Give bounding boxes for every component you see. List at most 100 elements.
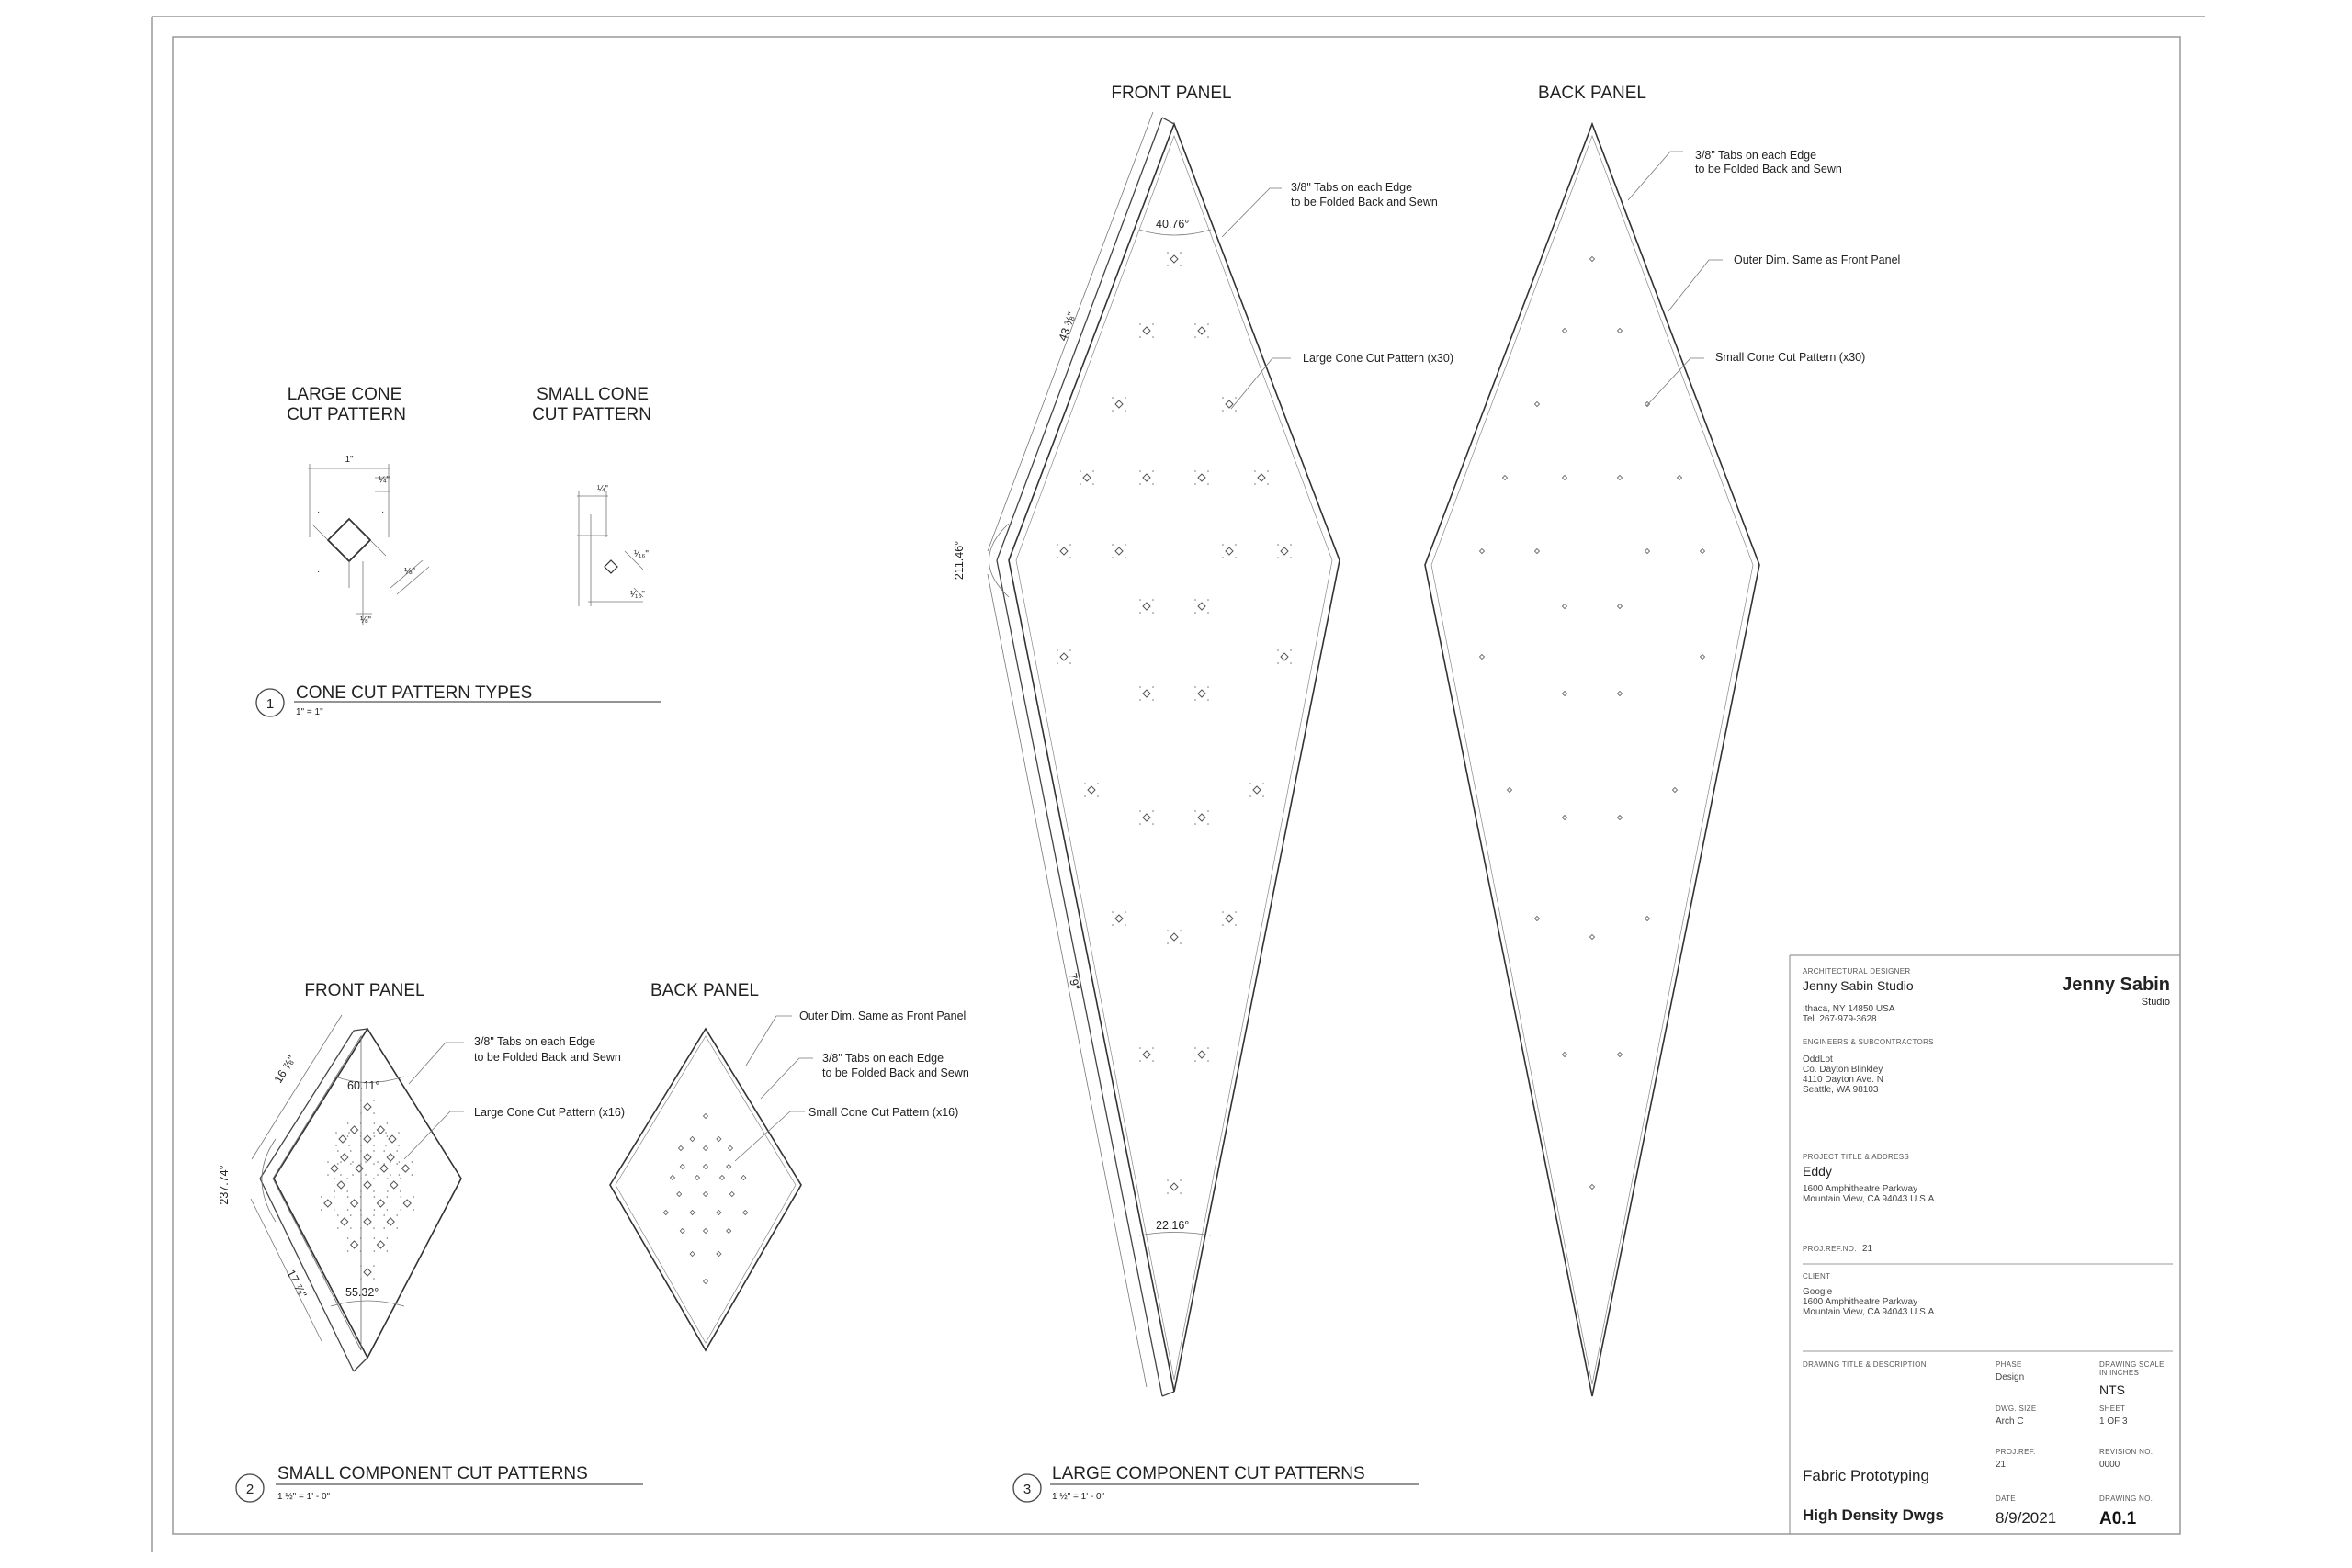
cone-marker-large [334,1178,349,1192]
cone-marker-small [1676,474,1683,481]
fig3-front-panel-label: FRONT PANEL [1111,84,1231,103]
cone-marker-small [689,1250,695,1258]
fig3-back-panel-shape [1424,121,1760,1397]
small-cone-title-line2: CUT PATTERN [532,405,651,424]
cone-marker-large [1194,323,1209,338]
svg-text:·: · [317,507,320,517]
figure-1-title: CONE CUT PATTERN TYPES [296,683,532,703]
cone-marker-large [1222,544,1237,558]
cone-marker-small [1616,814,1623,821]
small-cone-top-dim: ¼" [597,483,608,494]
cone-marker-large [1194,599,1209,614]
cone-marker-small [1533,547,1541,555]
fig2-back-panel-label: BACK PANEL [650,981,759,1000]
tb-engineers-label: ENGINEERS & SUBCONTRACTORS [1803,1038,1934,1046]
fig2-bottom-angle: 55.32° [345,1286,379,1299]
tb-sheet-label: SHEET [2099,1404,2125,1413]
fig3-back-tabs-note-2: to be Folded Back and Sewn [1695,163,1842,175]
fig2-left-angle: 237.74° [218,1165,231,1204]
cone-marker-large [1112,544,1126,558]
tb-drawing-no: A0.1 [2099,1509,2137,1529]
tb-scale-label-2: IN INCHES [2099,1369,2139,1377]
fig3-front-tabs-note-1: 3/8" Tabs on each Edge [1291,181,1412,194]
figure-2-title: SMALL COMPONENT CUT PATTERNS [277,1464,588,1483]
tb-proj-ref2: 21 [1996,1460,2007,1470]
tb-engineer-4: Seattle, WA 98103 [1803,1085,1879,1095]
cone-marker-small [702,1145,709,1152]
fig3-top-edge-dim: 43 ⅜" [1057,310,1079,343]
cone-marker-small [1533,400,1541,408]
tb-client-label: CLIENT [1803,1272,1830,1280]
cone-marker-large [1277,544,1292,558]
cone-marker-large [1139,599,1154,614]
figure-2-number: 2 [246,1482,254,1497]
figure-2-number-circle [235,1473,265,1503]
cone-marker-large [373,1196,389,1211]
cone-marker-large [398,1161,413,1176]
tb-dwg-size-label: DWG. SIZE [1996,1404,2036,1413]
figure-3-number: 3 [1023,1482,1031,1497]
cone-marker-large [373,1237,389,1252]
cone-marker-small [1561,690,1568,697]
tb-phase: Design [1996,1372,2024,1382]
cone-marker-large [1194,810,1209,825]
cone-marker-large [385,1132,400,1146]
figure-1-number-circle [255,688,285,717]
cone-marker-large [1167,1179,1182,1194]
tb-engineer-3: 4110 Dayton Ave. N [1803,1075,1883,1085]
cone-marker-large [321,1196,335,1211]
fig2-top-angle: 60.11° [347,1079,379,1092]
tb-phase-label: PHASE [1996,1360,2022,1369]
fig3-front-tabs-note-2: to be Folded Back and Sewn [1291,196,1438,209]
tb-revision-label: REVISION NO. [2099,1448,2153,1456]
cone-marker-small [1616,474,1623,481]
tb-engineer-1: OddLot [1803,1055,1833,1065]
figure-3-number-circle [1012,1473,1042,1503]
cone-marker-large [1250,783,1264,797]
tb-logo-line2: Studio [2142,997,2170,1008]
figure-2-small-component: FRONT PANEL BACK PANEL 60.11° 55.32° 237… [218,981,969,1503]
cone-marker-large [1277,649,1292,664]
tb-sheet: 1 OF 3 [2099,1416,2128,1427]
figure-1-cone-cut-patterns: LARGE CONE CUT PATTERN SMALL CONE CUT PA… [255,385,662,717]
cone-marker-small [1506,786,1513,794]
small-cone-pattern-detail: ¼" ¹⁄₁₆" ¹⁄₁₆" [577,483,649,606]
cone-marker-large [346,1122,362,1137]
fig2-top-edge-dim: 16 ⅞" [272,1054,299,1086]
cone-marker-large [1112,911,1126,926]
tb-project-address-1: 1600 Amphitheatre Parkway [1803,1184,1917,1194]
cone-marker-small [662,1209,669,1216]
cone-marker-large [1222,397,1237,412]
figure-3-scale: 1 ½" = 1' - 0" [1052,1492,1105,1502]
tb-proj-ref2-label: PROJ.REF. [1996,1448,2036,1456]
cone-marker-small [1561,603,1568,610]
cone-marker-large [346,1237,362,1252]
cone-marker-small [702,1278,709,1285]
tb-scale-label-1: DRAWING SCALE [2099,1360,2165,1369]
cone-marker-large [1112,397,1126,412]
tb-client-2: 1600 Amphitheatre Parkway [1803,1297,1917,1307]
tb-scale: NTS [2099,1382,2125,1397]
fig3-back-panel-label: BACK PANEL [1538,84,1646,103]
tb-drawing-no-label: DRAWING NO. [2099,1495,2153,1503]
cone-marker-large [1194,470,1209,485]
tb-drawing-title: Fabric Prototyping [1803,1467,1929,1484]
cone-marker-large [387,1178,401,1192]
fig3-front-panel-shape [987,111,1340,1397]
cone-marker-small [689,1209,695,1216]
cone-marker-small [718,1174,726,1181]
cone-marker-large [360,1132,375,1146]
tb-revision: 0000 [2099,1460,2120,1470]
cone-marker-small [702,1112,709,1120]
large-cone-diag-dim: ⅛" [404,567,415,577]
cone-marker-large [1139,1047,1154,1062]
cone-marker-large [1167,252,1182,266]
cone-marker-small [1699,653,1706,660]
cone-marker-large [1080,470,1094,485]
cone-marker-small [726,1163,732,1170]
cone-marker-small [1616,690,1623,697]
cone-marker-large [346,1196,362,1211]
cone-marker-small [716,1135,722,1143]
cone-marker-small [1616,603,1623,610]
